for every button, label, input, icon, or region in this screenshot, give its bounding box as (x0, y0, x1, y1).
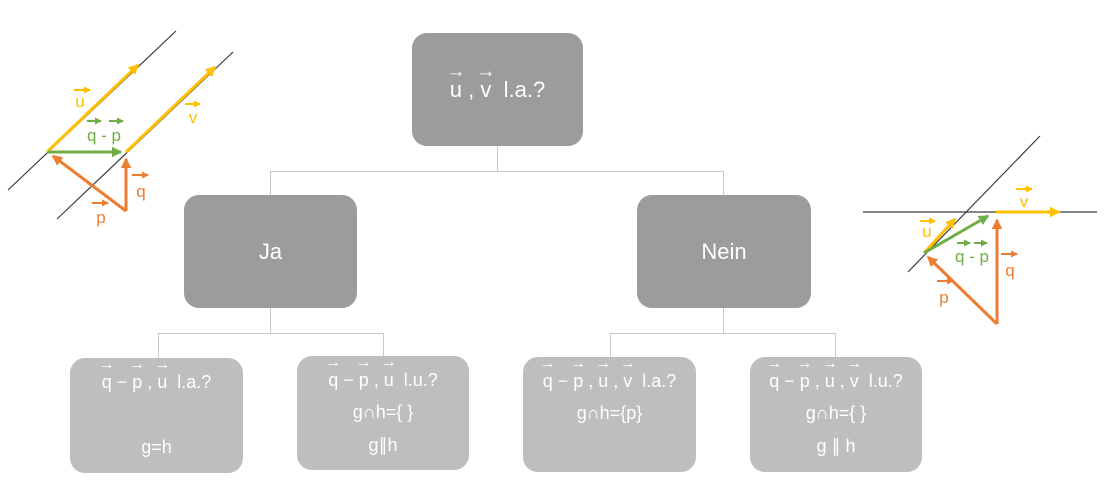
root-formula: →u , →v l.a.? (446, 59, 546, 102)
connector-nein-stem (723, 308, 724, 333)
vector-overarrow-icon: → (355, 354, 372, 372)
leaf-formula: →q − →p , →u , →v l.u.? (766, 355, 903, 391)
vector-q-minus-p (923, 214, 990, 255)
vector-overarrow-icon: → (821, 355, 838, 373)
vector-overarrow-icon: → (846, 355, 863, 373)
leaf-result-line (523, 434, 696, 458)
vector-overarrow-icon: → (619, 355, 636, 373)
vector-u (45, 63, 140, 154)
label-v: v (1020, 192, 1029, 211)
vector-u (922, 217, 957, 255)
connector-nein-drop (723, 171, 724, 195)
branch-nein-box: Nein (637, 195, 811, 308)
label-q-minus-p: q - p (955, 247, 989, 266)
vector-overarrow-icon: → (766, 355, 783, 373)
label-u: u (922, 222, 931, 241)
leaf-formula: →q − →p , →u l.u.? (325, 354, 438, 390)
label-p: p (939, 288, 948, 307)
vector-p (51, 154, 127, 213)
vector-overarrow-icon: → (446, 59, 466, 82)
leaf-result-line: g∩h={p} (576, 403, 643, 423)
root-question-box: →u , →v l.a.? (412, 33, 583, 146)
connector-ja-rail (158, 333, 384, 334)
leaf-result-line: g∥h (368, 435, 398, 455)
label-q-minus-p: q - p (87, 126, 121, 145)
connector-nein-rail (610, 333, 836, 334)
connector-ja-drop (270, 171, 271, 195)
leaf-box-nein-lu: →q − →p , →u , →v l.u.? g∩h={ } g ∥ h (750, 355, 922, 472)
connector-leaf2-drop (383, 333, 384, 357)
connector-root-stem (497, 146, 498, 171)
vector-overarrow-icon: → (98, 356, 115, 374)
connector-ja-stem (270, 308, 271, 333)
leaf-result-line: g∩h={ } (352, 402, 414, 422)
branch-ja-box: Ja (184, 195, 357, 308)
vector-overarrow-icon: → (539, 355, 556, 373)
vector-overarrow-icon: → (129, 356, 146, 374)
leaf-box-ja-la: →q − →p , →u l.a.? g=h (70, 356, 243, 473)
label-p: p (96, 208, 105, 227)
vector-overarrow-icon: → (380, 354, 397, 372)
label-q: q (136, 182, 145, 201)
label-v: v (189, 108, 198, 127)
connector-leaf3-drop (610, 333, 611, 357)
leaf-result-line: g=h (141, 437, 172, 457)
leaf-formula: →q − →p , →u , →v l.a.? (539, 355, 677, 391)
right-vector-diagram: u v q - p q p (863, 135, 1097, 326)
label-u: u (75, 92, 84, 111)
vector-overarrow-icon: → (325, 354, 342, 372)
branch-ja-label: Ja (258, 238, 283, 264)
vector-p (926, 255, 999, 326)
leaf-result-line: g∩h={ } (805, 403, 867, 423)
leaf-result-line (70, 402, 243, 426)
label-q: q (1005, 261, 1014, 280)
vector-overarrow-icon: → (595, 355, 612, 373)
vector-overarrow-icon: → (154, 356, 171, 374)
left-vector-diagram: u v q - p q p (7, 30, 234, 227)
connector-leaf4-drop (835, 333, 836, 357)
leaf-box-nein-la: →q − →p , →u , →v l.a.? g∩h={p} (523, 355, 696, 472)
connector-leaf1-drop (158, 333, 159, 358)
vector-overarrow-icon: → (796, 355, 813, 373)
branch-nein-label: Nein (701, 238, 747, 264)
leaf-result-line: g ∥ h (816, 436, 856, 456)
vector-v (124, 65, 217, 154)
leaf-formula: →q − →p , →u l.a.? (98, 356, 212, 392)
leaf-box-ja-lu: →q − →p , →u l.u.? g∩h={ } g∥h (297, 354, 469, 470)
connector-level1-rail (270, 171, 724, 172)
vector-overarrow-icon: → (570, 355, 587, 373)
vector-overarrow-icon: → (476, 59, 496, 82)
